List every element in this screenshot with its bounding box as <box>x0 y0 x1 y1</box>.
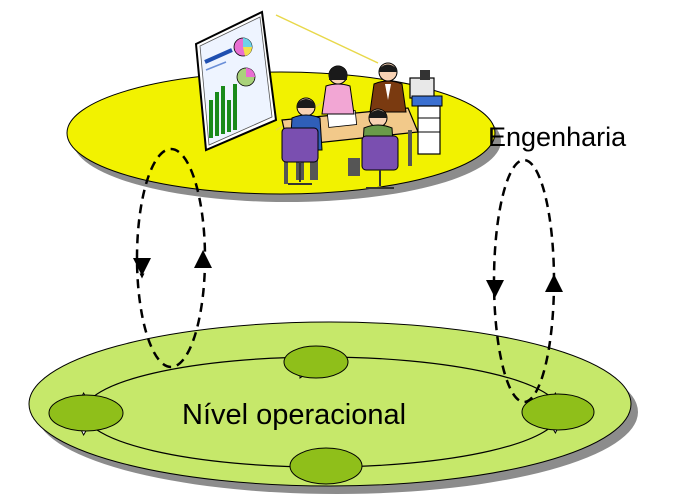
left-loop-up-arrowhead <box>194 250 212 268</box>
chair-right-icon <box>361 135 399 189</box>
right-loop-down-arrowhead <box>486 280 504 298</box>
left-feedback-loop <box>133 147 212 369</box>
operational-node-bottom <box>289 447 363 485</box>
engineering-label: Engenharia <box>488 122 627 152</box>
presentation-board-icon <box>194 10 278 152</box>
operational-node-left <box>48 394 124 432</box>
person-man-suit-icon <box>369 62 407 113</box>
projector-icon <box>409 70 443 155</box>
right-feedback-loop <box>486 158 563 404</box>
operational-node-top <box>283 345 349 379</box>
right-loop-up-arrowhead <box>545 274 563 292</box>
chair-left-icon <box>281 127 319 185</box>
left-loop-down-arrowhead <box>133 258 151 276</box>
meeting-clipart <box>194 10 443 189</box>
operational-level-label: Nível operacional <box>182 399 406 431</box>
operational-node-right <box>521 393 595 431</box>
person-woman-icon <box>321 65 355 115</box>
